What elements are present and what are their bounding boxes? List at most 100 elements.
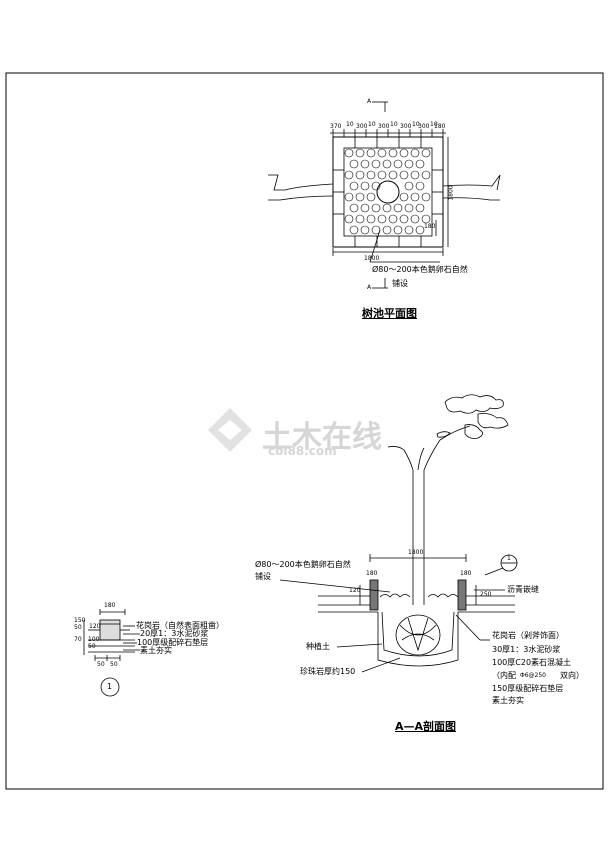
pebble xyxy=(355,148,365,158)
plan-inner-dim: 180 xyxy=(424,223,436,230)
section-callout-number: 1 xyxy=(507,555,511,562)
pebble xyxy=(421,148,431,158)
pebble xyxy=(349,159,359,169)
section-label: （内配 xyxy=(492,671,516,680)
pebble xyxy=(421,170,431,180)
pebble xyxy=(399,214,409,224)
section-label: 150厚级配碎石垫层 xyxy=(492,684,564,693)
pebble xyxy=(399,148,409,158)
section-label-sealant: 沥青嵌缝 xyxy=(507,585,539,594)
tree-pit-plan xyxy=(268,101,501,289)
plan-top-dim: 370 xyxy=(330,123,342,130)
section-width-dim: 1800 xyxy=(408,549,424,556)
pebble xyxy=(360,225,370,235)
plan-note-line2: 铺设 xyxy=(392,279,408,288)
plan-top-dim: 300 xyxy=(400,123,412,130)
plan-bottom-dim: 1800 xyxy=(364,255,380,262)
detail-label: 100厚级配碎石垫层 xyxy=(137,638,209,647)
section-label-soil: 种植土 xyxy=(306,642,330,651)
pebble xyxy=(415,159,425,169)
plan-top-dim: 300 xyxy=(418,123,430,130)
pebble xyxy=(399,192,409,202)
plan-top-dim: 10 xyxy=(390,121,398,128)
pebble xyxy=(388,148,398,158)
pebble xyxy=(371,159,381,169)
pebble xyxy=(366,148,376,158)
section-label: 100厚C20素石混凝土 xyxy=(492,658,572,667)
detail-label: 花岗岩（自然表面粗凿） xyxy=(136,621,224,630)
section-label: 素土夯实 xyxy=(492,696,524,705)
pebble xyxy=(349,225,359,235)
pebble xyxy=(355,170,365,180)
watermark-subtext: coi88.com xyxy=(268,444,337,458)
plan-section-mark-top: A xyxy=(367,98,372,105)
detail-bottom-dim: 50 xyxy=(97,661,105,668)
pebble xyxy=(410,192,420,202)
plan-side-dim: 1800 xyxy=(447,185,455,201)
curb-detail xyxy=(83,609,140,697)
section-title: A—A剖面图 xyxy=(395,720,457,733)
pebble xyxy=(366,192,376,202)
pebble xyxy=(366,214,376,224)
detail-label: 素土夯实 xyxy=(140,646,172,655)
pebble xyxy=(393,159,403,169)
watermark-text: 土木在线 xyxy=(262,420,382,455)
detail-left-dim: 70 xyxy=(74,636,82,643)
pebble xyxy=(410,148,420,158)
pebble xyxy=(404,181,414,191)
detail-callout-number: 1 xyxy=(107,682,113,691)
pebble xyxy=(388,170,398,180)
section-note-line2: 铺设 xyxy=(255,572,271,581)
pebble xyxy=(404,203,414,213)
pebble xyxy=(366,170,376,180)
pebble xyxy=(410,170,420,180)
pebble xyxy=(371,225,381,235)
plan-top-dim: 10 xyxy=(412,121,420,128)
detail-left-dim: 150 xyxy=(74,617,86,624)
drawing-border xyxy=(5,72,604,790)
pebble xyxy=(344,214,354,224)
pebble xyxy=(377,214,387,224)
section-label: 双向） xyxy=(560,671,584,680)
plan-top-dim: 300 xyxy=(378,123,390,130)
pebble xyxy=(349,181,359,191)
pebble xyxy=(388,214,398,224)
plan-top-dim: 180 xyxy=(434,123,446,130)
pebble xyxy=(415,203,425,213)
pebble xyxy=(404,159,414,169)
plan-top-dim: 10 xyxy=(430,121,438,128)
plan-top-dim: 10 xyxy=(368,121,376,128)
plan-top-dim: 300 xyxy=(356,123,368,130)
plan-title: 树池平面图 xyxy=(362,307,417,320)
section-rebar: Φ6@250 xyxy=(520,672,546,679)
detail-label: 20厚1：3水泥砂浆 xyxy=(140,629,209,638)
pebble xyxy=(371,181,381,191)
pebble xyxy=(377,148,387,158)
section-dim-left: 180 xyxy=(366,570,378,577)
pebble xyxy=(415,225,425,235)
detail-left-dim: 50 xyxy=(88,643,96,650)
section-label: 30厚1：3水泥砂浆 xyxy=(492,645,561,654)
pebble-pattern xyxy=(344,148,431,235)
detail-left-dim: 120 xyxy=(89,623,101,630)
pebble xyxy=(360,181,370,191)
pebble xyxy=(382,203,392,213)
plan-top-dim: 10 xyxy=(346,121,354,128)
pebble xyxy=(399,170,409,180)
pebble xyxy=(355,192,365,202)
pebble xyxy=(371,203,381,213)
plan-section-mark-bottom: A xyxy=(367,284,372,291)
watermark-logo xyxy=(208,408,252,452)
section-label: 花岗岩（剁斧饰面） xyxy=(492,631,564,640)
pebble xyxy=(393,225,403,235)
pebble xyxy=(377,170,387,180)
pebble xyxy=(393,203,403,213)
pebble xyxy=(360,159,370,169)
pebble xyxy=(382,225,392,235)
detail-left-dim: 100 xyxy=(88,636,100,643)
pebble xyxy=(421,192,431,202)
detail-bottom-dim: 50 xyxy=(110,661,118,668)
section-label-perlite: 珍珠岩厚约150 xyxy=(300,667,356,676)
pebble xyxy=(349,203,359,213)
